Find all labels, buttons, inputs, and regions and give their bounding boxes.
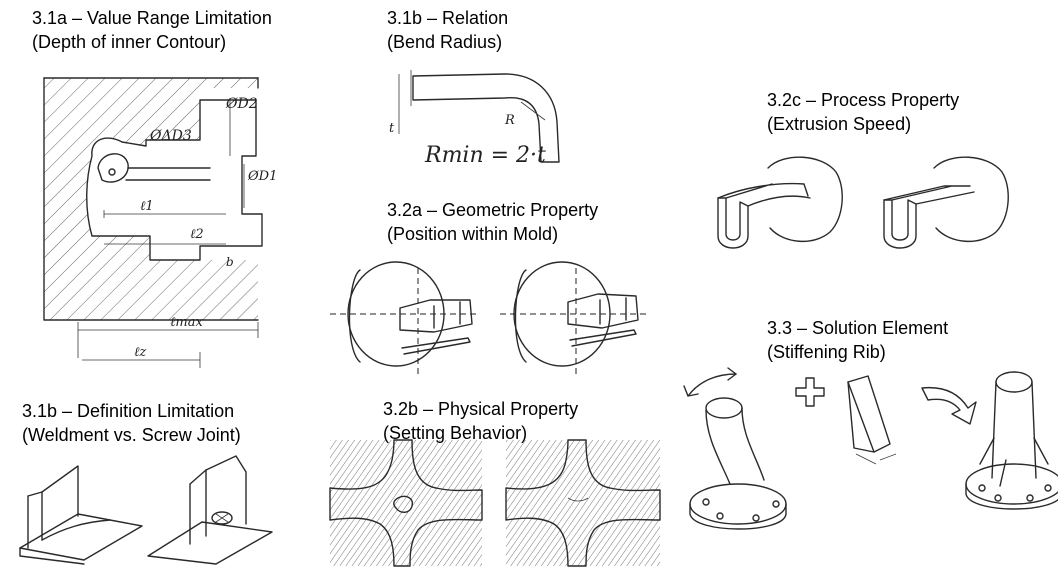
t-label: t	[389, 121, 395, 136]
caption-relation: 3.1b – Relation (Bend Radius)	[387, 6, 508, 54]
caption-definition-limitation: 3.1b – Definition Limitation (Weldment v…	[22, 399, 241, 447]
caption-process-property: 3.2c – Process Property (Extrusion Speed…	[767, 88, 959, 136]
caption-solution-element: 3.3 – Solution Element (Stiffening Rib)	[767, 316, 948, 364]
inner-contour-sketch: ØΔD3 ØD2 ØD1 ℓ1 ℓ2 b ℓmax ℓz	[30, 68, 277, 378]
mold-position-sketch	[330, 258, 660, 378]
extrusion-speed-sketch	[712, 148, 1032, 268]
caption-title: 3.2c – Process Property	[767, 90, 960, 110]
r-label: R	[504, 113, 515, 128]
caption-title: 3.2b – Physical Property	[383, 399, 579, 419]
b-label: b	[226, 255, 234, 269]
caption-subtitle: (Depth of inner Contour)	[32, 32, 227, 52]
caption-geometric-property: 3.2a – Geometric Property (Position with…	[387, 198, 598, 246]
caption-title: 3.1b – Definition Limitation	[22, 401, 235, 421]
d2-label: ØD2	[225, 96, 258, 112]
stiffening-rib-sketch	[680, 367, 1058, 558]
caption-title: 3.2a – Geometric Property	[387, 200, 599, 220]
d3-label: ØΔD3	[149, 128, 192, 144]
caption-title: 3.1a – Value Range Limitation	[32, 8, 272, 28]
setting-behavior-sketch	[329, 439, 661, 567]
bend-formula: Rmin = 2·t	[424, 143, 546, 168]
caption-subtitle: (Setting Behavior)	[383, 423, 528, 443]
d1-label: ØD1	[247, 169, 277, 184]
caption-title: 3.1b – Relation	[387, 8, 509, 28]
caption-subtitle: (Weldment vs. Screw Joint)	[22, 425, 241, 445]
caption-subtitle: (Bend Radius)	[387, 32, 503, 52]
caption-subtitle: (Stiffening Rib)	[767, 342, 886, 362]
lz-label: ℓz	[134, 345, 146, 360]
caption-value-range-limitation: 3.1a – Value Range Limitation (Depth of …	[32, 6, 272, 54]
l1-label: ℓ1	[140, 199, 154, 214]
caption-title: 3.3 – Solution Element	[767, 318, 949, 338]
bend-radius-sketch: R t Rmin = 2·t	[385, 62, 585, 172]
caption-subtitle: (Position within Mold)	[387, 224, 559, 244]
weldment-screw-joint-sketch	[14, 452, 304, 565]
l2-label: ℓ2	[190, 227, 204, 242]
caption-physical-property: 3.2b – Physical Property (Setting Behavi…	[383, 397, 578, 445]
lmax-label: ℓmax	[170, 315, 203, 330]
caption-subtitle: (Extrusion Speed)	[767, 114, 912, 134]
